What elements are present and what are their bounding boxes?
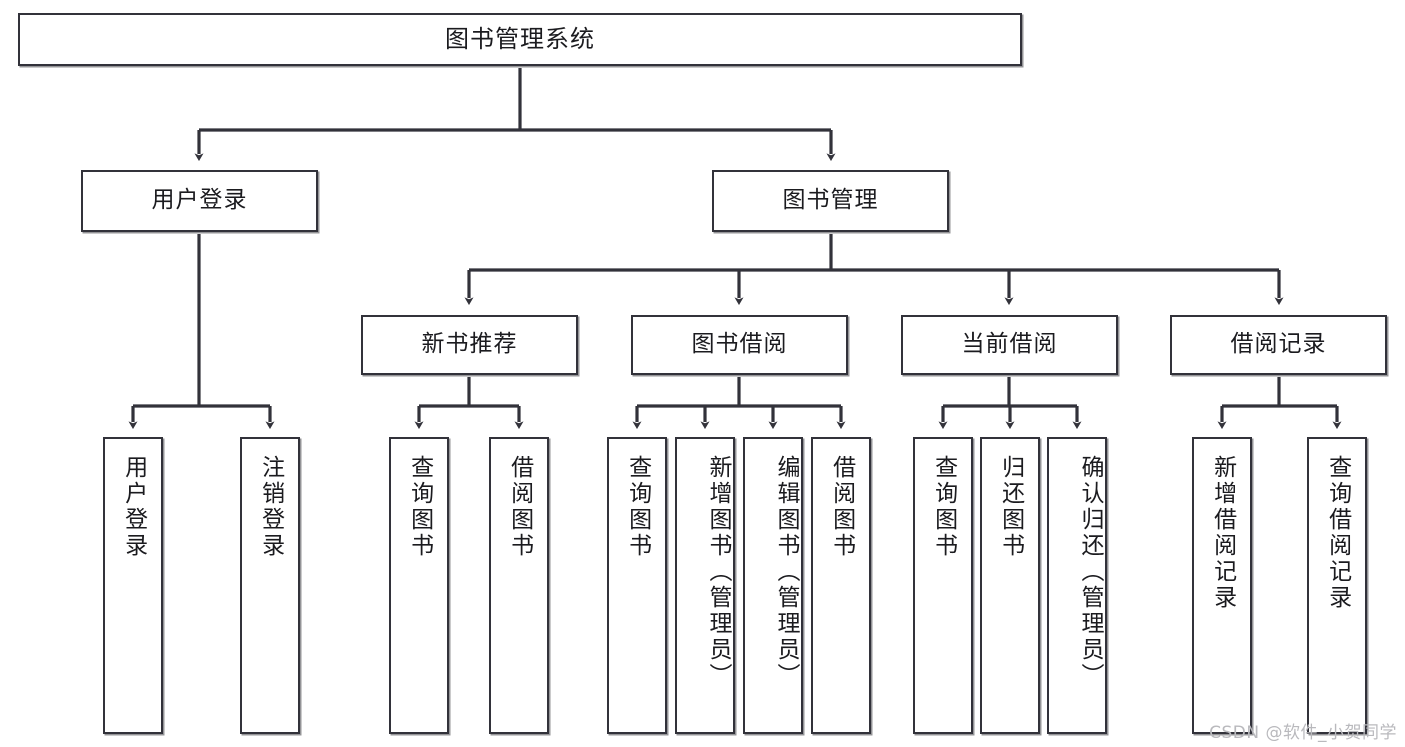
node-user-login[interactable]: 用户登录: [81, 170, 318, 232]
node-leaf-borrow-book-recommend[interactable]: 借阅图书: [489, 437, 549, 734]
node-current-borrow[interactable]: 当前借阅: [901, 315, 1118, 375]
node-leaf-add-borrow-record[interactable]: 新增借阅记录: [1192, 437, 1252, 734]
node-leaf-query-book-borrow[interactable]: 查询图书: [607, 437, 667, 734]
node-leaf-user-login[interactable]: 用户登录: [103, 437, 163, 734]
node-book-manage[interactable]: 图书管理: [712, 170, 949, 232]
node-leaf-add-book[interactable]: 新增图书（管理员）: [675, 437, 735, 734]
node-new-book-recommend[interactable]: 新书推荐: [361, 315, 578, 375]
node-leaf-edit-book[interactable]: 编辑图书（管理员）: [743, 437, 803, 734]
node-root-system[interactable]: 图书管理系统: [18, 13, 1022, 66]
node-leaf-return-book[interactable]: 归还图书: [980, 437, 1040, 734]
node-leaf-logout-login[interactable]: 注销登录: [240, 437, 300, 734]
node-leaf-borrow-book[interactable]: 借阅图书: [811, 437, 871, 734]
node-leaf-query-book-recommend[interactable]: 查询图书: [389, 437, 449, 734]
node-leaf-query-book-current[interactable]: 查询图书: [913, 437, 973, 734]
watermark-text: CSDN @软件_小贺同学: [1209, 723, 1397, 743]
node-leaf-confirm-return[interactable]: 确认归还（管理员）: [1047, 437, 1107, 734]
node-book-borrow[interactable]: 图书借阅: [631, 315, 848, 375]
node-leaf-query-borrow-record[interactable]: 查询借阅记录: [1307, 437, 1367, 734]
node-borrow-record[interactable]: 借阅记录: [1170, 315, 1387, 375]
